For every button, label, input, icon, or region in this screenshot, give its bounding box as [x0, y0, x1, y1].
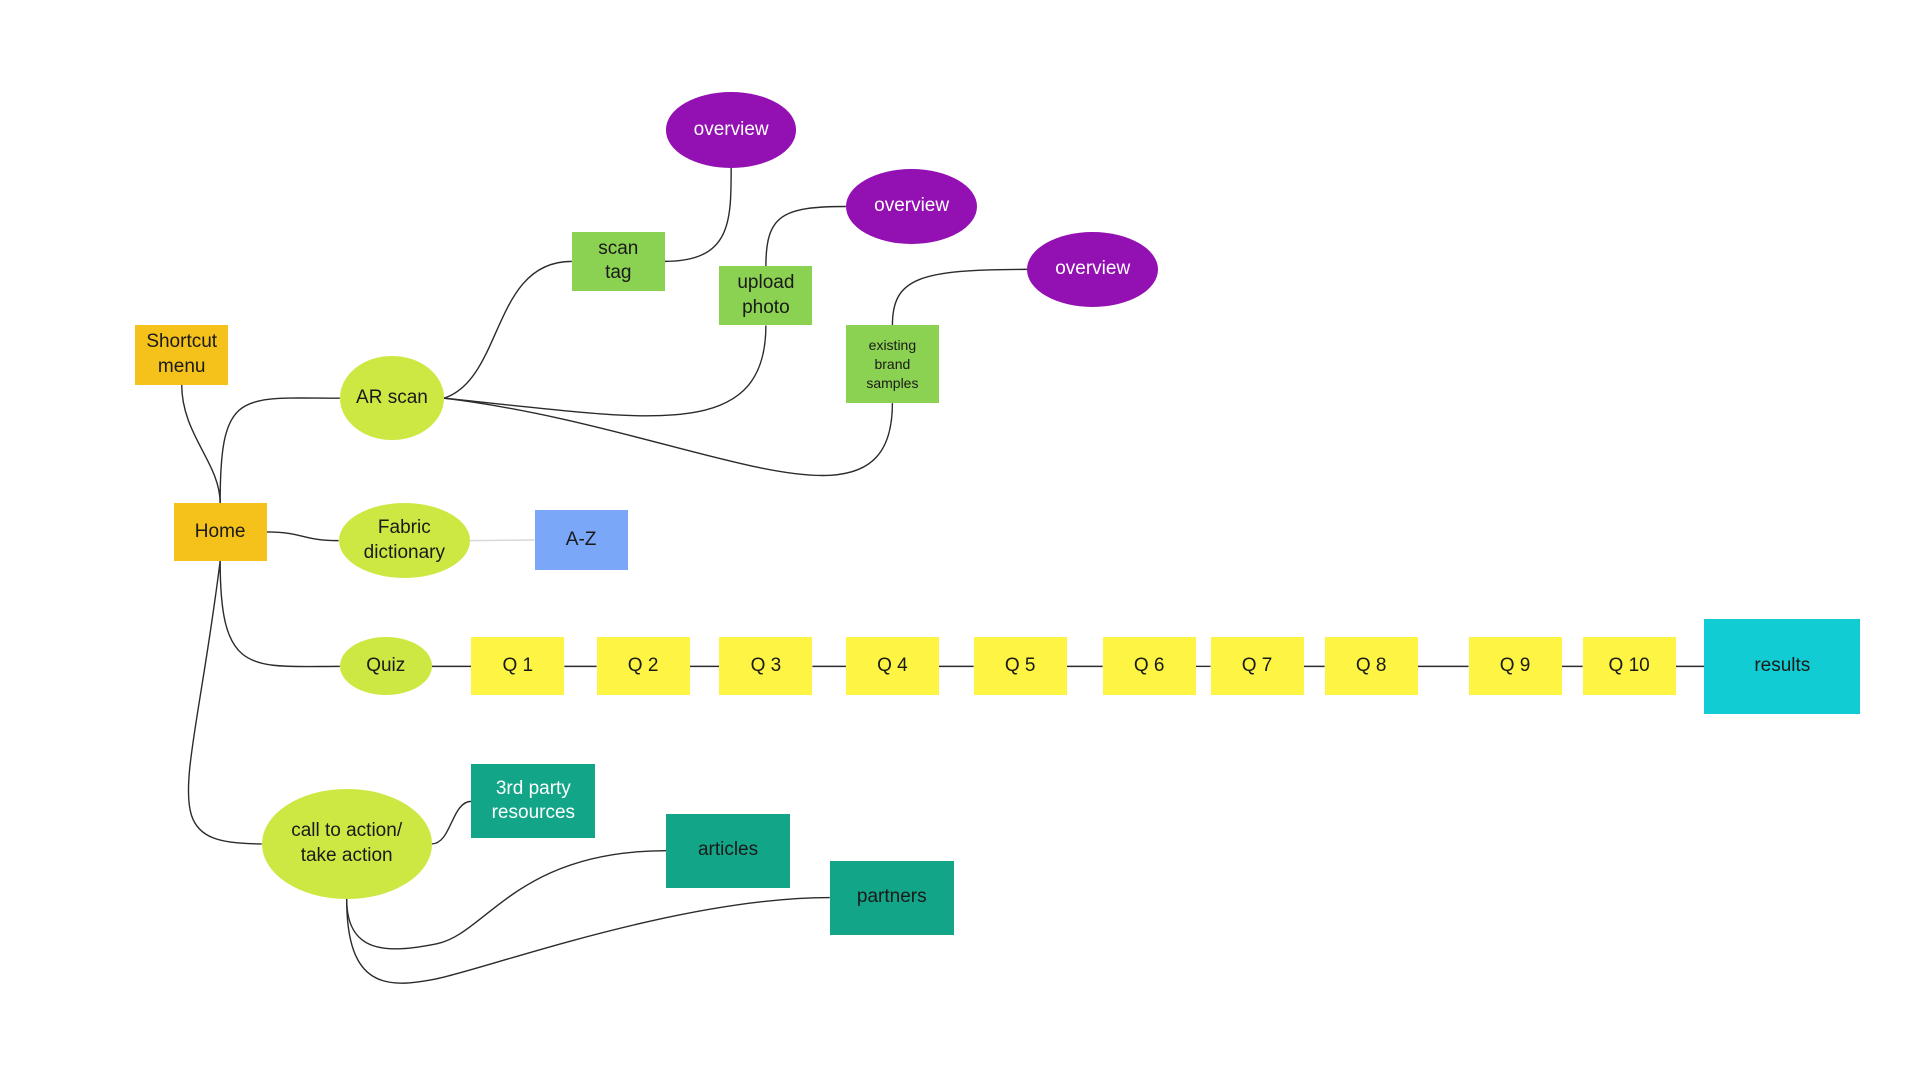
home-node: Home — [173, 503, 267, 561]
question-1-node: Q 1 — [471, 637, 565, 696]
connector-fabric-dictionary-to-az — [470, 539, 535, 542]
third-party-resources-node: 3rd party resources — [471, 764, 596, 839]
articles-node: articles — [666, 813, 791, 888]
existing-brand-samples-node: existing brand samples — [845, 325, 939, 404]
question-3-node: Q 3 — [719, 637, 813, 696]
ar-scan-node: AR scan — [339, 356, 445, 441]
a-z-node: A-Z — [534, 510, 628, 570]
question-10-node: Q 10 — [1582, 637, 1676, 696]
partners-node: partners — [829, 860, 954, 935]
connector-ar-scan-to-existing-brand-samples — [443, 397, 894, 477]
overview-node-upload-photo: overview — [845, 168, 978, 245]
connector-home-to-fabric-dictionary — [266, 531, 339, 542]
connector-ar-scan-to-upload-photo — [443, 325, 767, 417]
question-6-node: Q 6 — [1102, 637, 1196, 696]
overview-node-brand-samples: overview — [1026, 231, 1159, 307]
connector-ar-scan-to-scan-tag — [443, 260, 572, 399]
connector-home-to-ar-scan — [219, 397, 340, 504]
connector-call-to-action-to-partners — [345, 896, 830, 984]
overview-node-scan-tag: overview — [666, 92, 797, 168]
connector-call-to-action-to-articles — [345, 849, 667, 950]
question-7-node: Q 7 — [1210, 637, 1304, 696]
connector-call-to-action-to-third-party — [431, 800, 472, 845]
upload-photo-node: upload photo — [719, 266, 813, 326]
fabric-dictionary-node: Fabric dictionary — [338, 503, 471, 579]
question-4-node: Q 4 — [845, 637, 939, 696]
connector-home-to-call-to-action — [187, 560, 262, 845]
shortcut-menu-node: Shortcut menu — [135, 325, 229, 385]
connector-home-to-quiz — [219, 560, 340, 668]
connector-scan-tag-to-overview-1 — [664, 167, 732, 263]
question-2-node: Q 2 — [596, 637, 690, 696]
results-node: results — [1704, 618, 1861, 714]
call-to-action-node: call to action/ take action — [261, 789, 432, 899]
scan-tag-node: scan tag — [571, 231, 665, 291]
connector-existing-brand-samples-to-overview-3 — [891, 268, 1027, 326]
connector-shortcut-to-home — [181, 384, 221, 504]
connector-upload-photo-to-overview-2 — [765, 205, 846, 267]
quiz-node: Quiz — [339, 637, 432, 696]
question-9-node: Q 9 — [1468, 637, 1562, 696]
question-8-node: Q 8 — [1324, 637, 1418, 696]
question-5-node: Q 5 — [973, 637, 1067, 696]
